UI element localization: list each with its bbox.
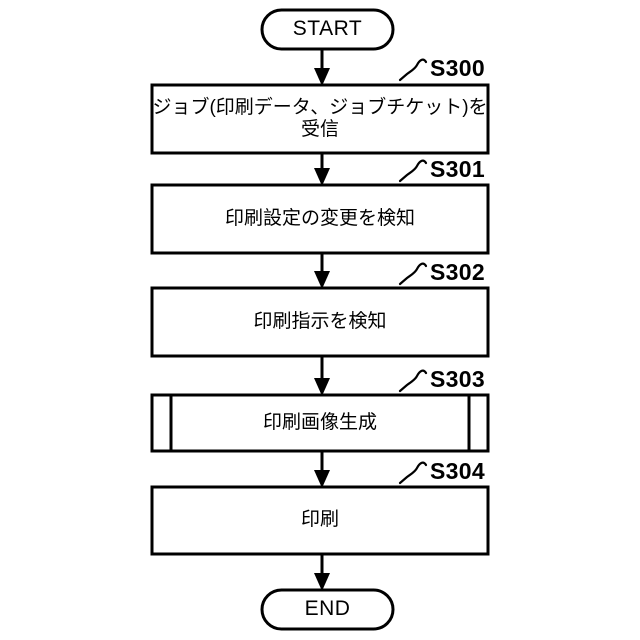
leader-line-s301 xyxy=(398,159,428,183)
leader-line-s304 xyxy=(398,461,428,485)
node-end-shape[interactable] xyxy=(260,588,395,631)
arrowhead-s304-to-end xyxy=(314,573,330,591)
step-tag-s303: S303 xyxy=(430,366,485,392)
node-s300-shape[interactable] xyxy=(150,83,490,155)
leader-line-s303 xyxy=(398,369,428,393)
step-tag-s302: S302 xyxy=(430,259,485,285)
arrowhead-s301-to-s302 xyxy=(314,271,330,289)
arrowhead-start-to-s300 xyxy=(314,68,330,86)
leader-line-s300 xyxy=(398,58,428,82)
node-s302-shape[interactable] xyxy=(150,286,490,358)
leader-line-s302 xyxy=(398,262,428,286)
step-tag-s304: S304 xyxy=(430,458,485,484)
node-s304-shape[interactable] xyxy=(150,485,490,556)
node-s301-shape[interactable] xyxy=(150,183,490,255)
step-tag-s300: S300 xyxy=(430,55,485,81)
arrowhead-s303-to-s304 xyxy=(314,470,330,488)
arrowhead-s302-to-s303 xyxy=(314,378,330,396)
arrowhead-s300-to-s301 xyxy=(314,168,330,186)
step-tag-s301: S301 xyxy=(430,156,485,182)
node-s303-shape[interactable] xyxy=(150,393,490,453)
node-start-shape[interactable] xyxy=(260,8,395,51)
